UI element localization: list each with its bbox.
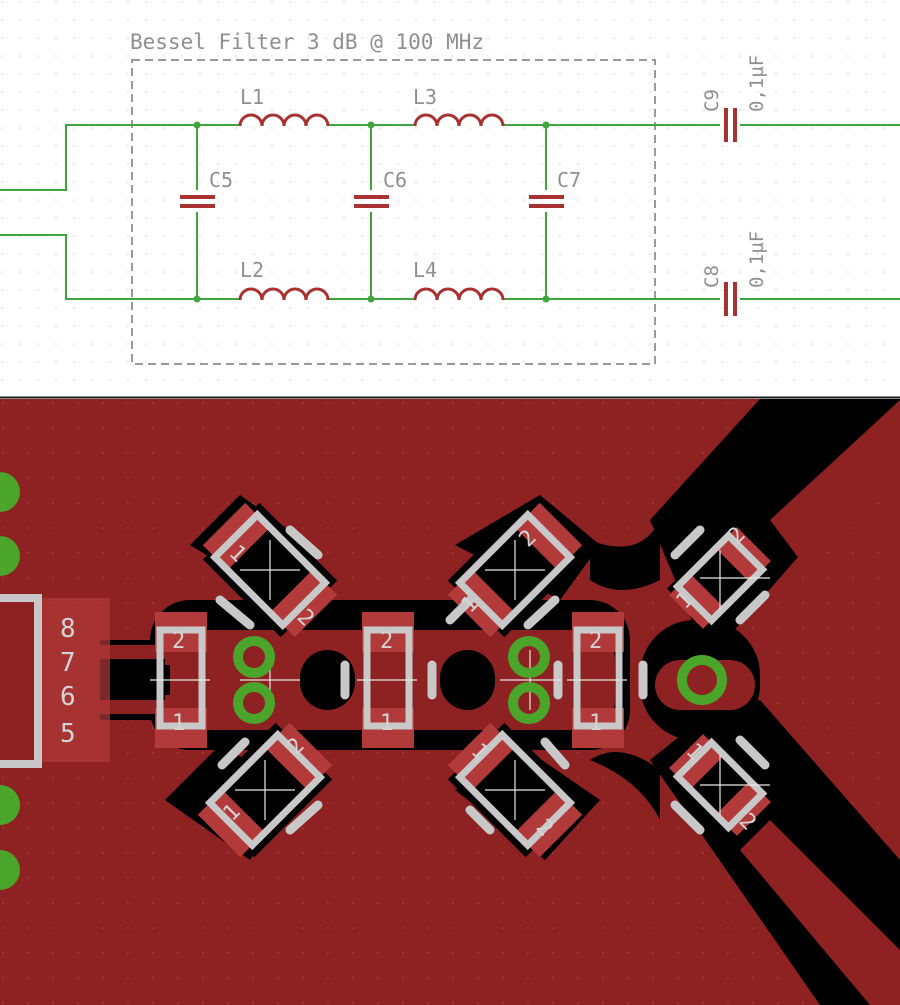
svg-text:1: 1 bbox=[589, 711, 602, 736]
schematic-grid bbox=[0, 0, 900, 397]
c9-label: C9 bbox=[701, 89, 723, 112]
connector-pin-8: 8 bbox=[60, 614, 76, 644]
footprint-c6[interactable] bbox=[362, 612, 414, 748]
c8-value: 0,1µF bbox=[746, 231, 768, 288]
inductor-l2[interactable]: L2 bbox=[238, 258, 330, 302]
connector-pin-6: 6 bbox=[60, 682, 76, 712]
inductor-l1[interactable]: L1 bbox=[238, 85, 330, 128]
connector-pin-5: 5 bbox=[60, 719, 76, 749]
edge-connector[interactable]: 8 7 6 5 bbox=[0, 594, 110, 768]
capacitor-c6[interactable]: C6 bbox=[354, 168, 407, 208]
inductor-l4[interactable]: L4 bbox=[413, 258, 505, 302]
l2-label: L2 bbox=[240, 258, 264, 282]
connector-pin-7: 7 bbox=[60, 648, 76, 678]
svg-text:2: 2 bbox=[380, 629, 393, 654]
inductor-l3[interactable]: L3 bbox=[413, 85, 505, 128]
capacitor-c8[interactable]: C8 0,1µF bbox=[701, 231, 768, 316]
svg-text:1: 1 bbox=[172, 711, 185, 736]
origin-crosses bbox=[150, 540, 770, 820]
filter-frame bbox=[131, 59, 656, 365]
c9-value: 0,1µF bbox=[746, 55, 768, 112]
silkscreen-marks bbox=[215, 525, 770, 835]
svg-text:1: 1 bbox=[380, 711, 393, 736]
c7-label: C7 bbox=[557, 168, 581, 192]
c6-label: C6 bbox=[383, 168, 407, 192]
schematic-title: Bessel Filter 3 dB @ 100 MHz bbox=[130, 30, 484, 54]
capacitor-c5[interactable]: C5 bbox=[180, 168, 233, 208]
edge-vias bbox=[0, 472, 20, 890]
svg-text:2: 2 bbox=[589, 629, 602, 654]
l3-label: L3 bbox=[413, 85, 437, 109]
c5-label: C5 bbox=[209, 168, 233, 192]
vias[interactable] bbox=[233, 636, 727, 724]
c8-label: C8 bbox=[701, 265, 723, 288]
board-view[interactable]: 2 1 2 1 2 1 1 2 2 1 2 1 1 2 2 1 1 2 bbox=[0, 399, 900, 1005]
schematic-view[interactable]: Bessel Filter 3 dB @ 100 MHz bbox=[0, 0, 900, 399]
svg-text:2: 2 bbox=[172, 629, 185, 654]
l1-label: L1 bbox=[240, 85, 264, 109]
footprint-c7[interactable] bbox=[572, 612, 624, 748]
capacitor-c7[interactable]: C7 bbox=[529, 168, 581, 208]
footprint-c5[interactable] bbox=[155, 612, 207, 748]
l4-label: L4 bbox=[413, 258, 437, 282]
capacitor-c9[interactable]: C9 0,1µF bbox=[701, 55, 768, 142]
junctions bbox=[193, 121, 550, 303]
nets bbox=[0, 124, 900, 300]
